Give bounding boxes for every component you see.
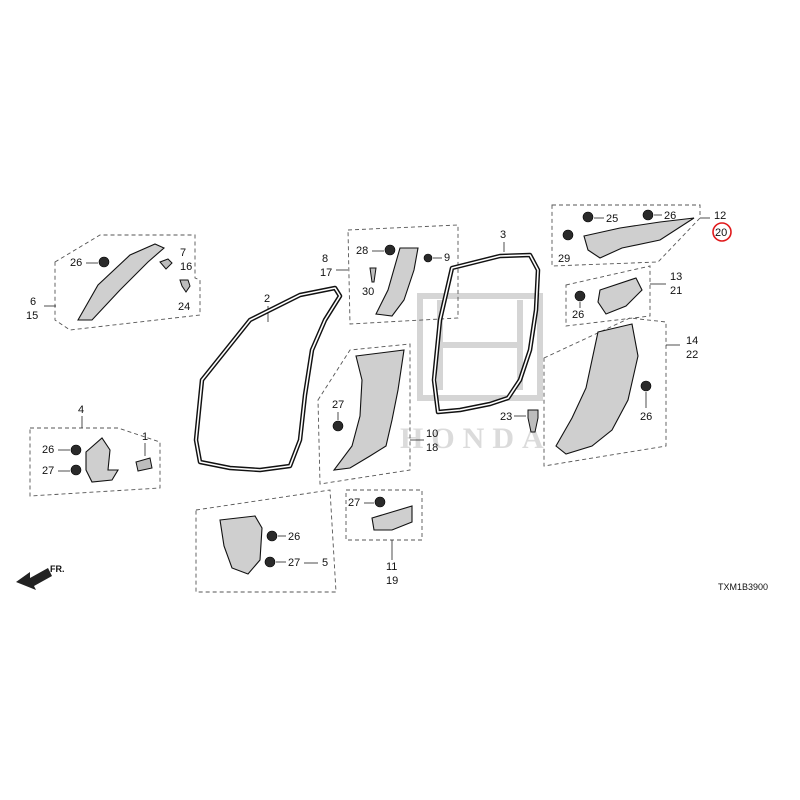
callout-26[interactable]: 26 [70,257,82,269]
clip-26[interactable] [266,530,278,542]
callout-26[interactable]: 26 [664,210,676,222]
rear-door-weatherstrip-group: 3 [431,229,541,415]
callout-12[interactable]: 12 [714,210,726,222]
a-pillar-garnish-group: 6 15 26 7 16 24 [26,234,201,331]
b-pillar-lower-group: 27 10 18 [317,343,438,485]
callout-26[interactable]: 26 [42,444,54,456]
callout-2[interactable]: 2 [264,293,270,305]
clip-26[interactable] [98,256,110,268]
highlight-ring-20[interactable] [712,222,732,242]
callout-4[interactable]: 4 [78,404,84,416]
clip-26[interactable] [640,380,652,392]
b-pillar-upper-garnish[interactable] [375,247,419,317]
clip-23-group: 23 [500,409,539,433]
callout-6[interactable]: 6 [30,296,36,308]
c-pillar-upper-garnish[interactable] [583,217,695,259]
callout-18[interactable]: 18 [426,442,438,454]
callout-27[interactable]: 27 [348,497,360,509]
callout-5[interactable]: 5 [322,557,328,569]
callout-11[interactable]: 11 [386,561,397,573]
clip-28[interactable] [384,244,396,256]
callout-29[interactable]: 29 [558,253,570,265]
callout-30[interactable]: 30 [362,286,374,298]
honda-watermark: HONDA [400,293,552,455]
callout-14[interactable]: 14 [686,335,698,347]
b-pillar-lower-garnish[interactable] [332,349,405,471]
callout-27[interactable]: 27 [42,465,54,477]
clip-7-16[interactable] [159,258,173,270]
watermark-text: HONDA [400,422,552,455]
catalog-code: TXM1B3900 [718,582,768,592]
callout-20[interactable]: 20 [715,227,727,239]
clip-26[interactable] [642,209,654,221]
cap-1[interactable] [135,457,153,472]
clip-27[interactable] [374,496,386,508]
center-lower-trim-group: 27 11 19 [345,489,423,587]
arrow-left-icon [16,568,52,590]
direction-label: FR. [50,564,65,574]
callout-26[interactable]: 26 [572,309,584,321]
callout-26[interactable]: 26 [640,411,652,423]
clip-27[interactable] [70,464,82,476]
callout-17[interactable]: 17 [320,267,332,279]
screw-30[interactable] [369,267,377,283]
clip-23[interactable] [527,409,539,433]
c-pillar-lower-group: 26 14 22 [543,317,698,467]
callout-3[interactable]: 3 [500,229,506,241]
callout-28[interactable]: 28 [356,245,368,257]
lower-trim[interactable] [219,515,263,575]
callout-23[interactable]: 23 [500,411,512,423]
callout-15[interactable]: 15 [26,310,38,322]
callout-19[interactable]: 19 [386,575,398,587]
callout-26[interactable]: 26 [288,531,300,543]
callout-16[interactable]: 16 [180,261,192,273]
callout-24[interactable]: 24 [178,301,190,313]
callout-21[interactable]: 21 [670,285,682,297]
callout-8[interactable]: 8 [322,253,328,265]
front-door-weatherstrip-group: 2 [193,285,343,473]
callout-27[interactable]: 27 [288,557,300,569]
callout-22[interactable]: 22 [686,349,698,361]
callout-27[interactable]: 27 [332,399,344,411]
a-pillar-garnish[interactable] [77,243,166,321]
c-pillar-upper-group: 25 26 29 12 20 [551,204,732,267]
clip-25[interactable] [582,211,594,223]
clip-27[interactable] [264,556,276,568]
kick-panel[interactable] [85,437,119,483]
callout-25[interactable]: 25 [606,213,618,225]
kick-panel-group: 4 26 27 1 [29,404,161,497]
callout-9[interactable]: 9 [444,252,450,264]
clip-24[interactable] [179,279,191,293]
callout-10[interactable]: 10 [426,428,438,440]
c-pillar-middle-garnish[interactable] [597,277,643,315]
c-pillar-middle-group: 26 13 21 [565,265,682,327]
c-pillar-lower-garnish[interactable] [555,323,639,455]
clip-26[interactable] [574,290,586,302]
b-pillar-upper-group: 8 17 28 9 30 [320,224,459,325]
clip-9[interactable] [423,253,433,263]
lower-trim-group: 26 27 5 [195,489,337,593]
clip-27[interactable] [332,420,344,432]
clip-26[interactable] [70,444,82,456]
callout-1[interactable]: 1 [142,431,148,443]
center-lower-trim[interactable] [371,505,413,531]
callout-13[interactable]: 13 [670,271,682,283]
callout-7[interactable]: 7 [180,247,186,259]
front-direction-arrow: FR. [16,564,65,590]
clip-29[interactable] [562,229,574,241]
